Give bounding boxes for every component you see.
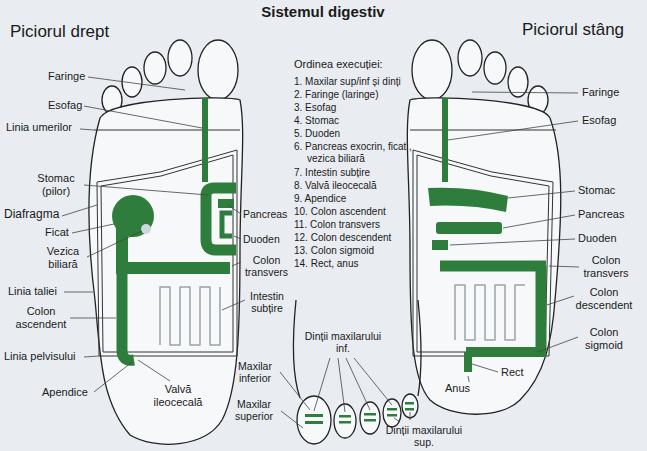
teeth-zones	[305, 402, 414, 424]
organ-label: Apendice	[42, 386, 88, 399]
organ-label: Valvă ileocecală	[146, 383, 210, 408]
step-item: 4. Stomac	[294, 115, 437, 127]
organ-label: Esofag	[582, 114, 616, 127]
toes-outline	[293, 300, 421, 444]
organ-label: Stomac	[578, 184, 615, 197]
zone-label: Linia taliei	[8, 285, 57, 298]
step-item: 1. Maxilar sup/inf și dinți	[294, 76, 437, 88]
reflex-zone-lines	[410, 130, 556, 356]
zone-label: Linia pelvisului	[4, 350, 76, 363]
organ-label: Rect	[500, 366, 525, 379]
zone-label: Diafragma	[4, 208, 59, 222]
digestive-organs	[428, 98, 546, 372]
organ-label: Pancreas	[243, 208, 287, 220]
jaw-label: Maxilar superior	[228, 398, 280, 422]
foot-heading: Piciorul stâng	[522, 20, 624, 40]
step-item: 11. Colon transvers	[294, 219, 437, 231]
step-item: 8. Valvă ileocecală	[294, 180, 437, 192]
step-item: 10. Colon ascendent	[294, 206, 437, 218]
organ-label: Vezica biliară	[40, 245, 86, 270]
step-item: 6. Pancreas exocrin, ficat , vezica bili…	[294, 141, 419, 164]
digestive-organs	[112, 98, 236, 360]
organ-label: Colon transvers	[242, 254, 291, 278]
step-item: 7. Intestin subțire	[294, 167, 437, 179]
organ-label: Colon ascendent	[14, 305, 68, 330]
step-item: 2. Faringe (laringe)	[294, 89, 437, 101]
organ-label: Anus	[444, 382, 471, 395]
step-item: 3. Esofag	[294, 102, 437, 114]
organ-label: Esofag	[48, 99, 82, 112]
organ-label: Duoden	[578, 232, 617, 245]
step-item: 12. Colon descendent	[294, 232, 437, 244]
step-item: 14. Rect, anus	[294, 258, 437, 270]
organ-label: Colon descendent	[572, 286, 636, 311]
organ-label: Ficat	[45, 226, 69, 239]
left-foot-outline	[407, 40, 560, 414]
step-item: 13. Colon sigmoid	[294, 245, 437, 257]
diagram-title: Sistemul digestiv	[223, 3, 423, 20]
steps-heading: Ordinea execuției:	[294, 58, 383, 71]
step-item: 9. Apendice	[294, 193, 437, 205]
right-foot-outline	[89, 40, 243, 444]
teeth-label: Dinții maxilarului sup.	[380, 424, 468, 448]
foot-heading: Piciorul drept	[10, 22, 109, 42]
zone-label: Linia umerilor	[6, 121, 72, 134]
leader-lines	[62, 77, 579, 428]
organ-label: Colon transvers	[580, 254, 632, 279]
organ-label: Faringe	[582, 86, 619, 99]
jaw-label: Maxilar inferior	[230, 360, 280, 384]
step-item: 5. Duoden	[294, 128, 437, 140]
organ-label: Duoden	[243, 233, 280, 245]
organ-label: Faringe	[48, 70, 85, 83]
organ-label: Pancreas	[578, 208, 624, 221]
organ-label: Intestin subțire	[243, 290, 291, 314]
organ-label: Colon sigmoid	[578, 326, 630, 351]
teeth-label: Dinții maxilarului inf.	[300, 330, 386, 354]
organ-label: Stomac (pilor)	[30, 172, 82, 197]
